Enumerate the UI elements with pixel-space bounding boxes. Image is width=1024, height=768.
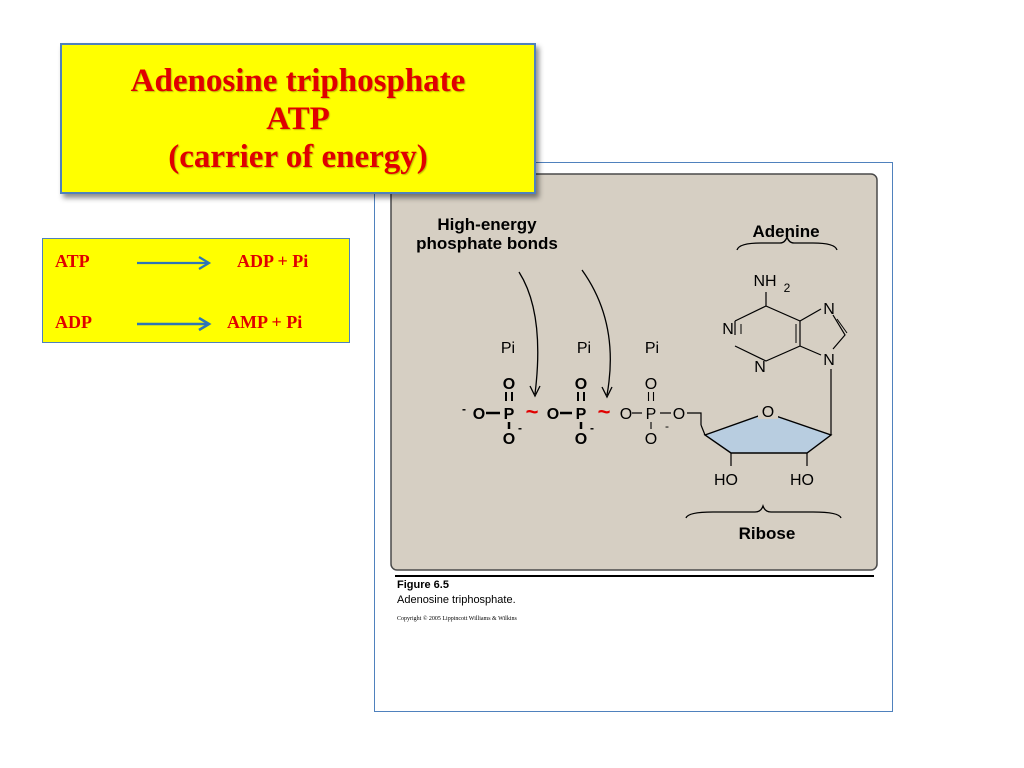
svg-text:P: P xyxy=(504,406,515,423)
svg-text:P: P xyxy=(576,406,587,423)
svg-text:O: O xyxy=(503,431,515,448)
products: ADP + Pi xyxy=(237,251,309,271)
svg-text:O: O xyxy=(575,376,587,393)
reactant: ATP xyxy=(55,251,90,271)
reaction-row: ADP AMP + Pi xyxy=(43,312,349,336)
high-energy-label-2: phosphate bonds xyxy=(416,234,558,253)
products: AMP + Pi xyxy=(227,312,303,332)
svg-text:O: O xyxy=(673,406,685,423)
adenine-label: Adenine xyxy=(752,222,819,241)
svg-text:O: O xyxy=(645,376,657,393)
ribose-ring: O HO HO xyxy=(700,369,833,489)
svg-text:2: 2 xyxy=(784,281,791,295)
title-line-1: Adenosine triphosphate xyxy=(130,62,466,99)
svg-text:N: N xyxy=(823,301,835,318)
svg-text:N: N xyxy=(754,359,766,376)
svg-text:O: O xyxy=(547,406,559,423)
figure-frame: High-energy phosphate bonds Adenine Pi P… xyxy=(374,162,893,712)
reaction-row: ATP ADP + Pi xyxy=(43,251,349,275)
pi-label: Pi xyxy=(501,340,515,357)
right-arrow-icon xyxy=(137,316,212,332)
pi-label: Pi xyxy=(645,340,659,357)
svg-text:O: O xyxy=(645,431,657,448)
svg-text:-: - xyxy=(462,402,466,416)
svg-text:HO: HO xyxy=(714,472,738,489)
adenine-rings: NH 2 N N N N xyxy=(722,268,848,376)
adenine-brace xyxy=(736,234,838,251)
title-line-3: (carrier of energy) xyxy=(168,138,428,175)
svg-text:NH: NH xyxy=(753,273,776,290)
high-energy-bond-tilde: ~ xyxy=(526,399,539,424)
reaction-box: ATP ADP + Pi ADP AMP + Pi xyxy=(42,238,350,343)
figure-description: Adenosine triphosphate. xyxy=(397,594,516,606)
title-line-2: ATP xyxy=(266,100,330,137)
atp-structure-diagram: High-energy phosphate bonds Adenine Pi P… xyxy=(390,173,878,577)
svg-text:N: N xyxy=(722,321,734,338)
ribose-brace xyxy=(685,503,842,519)
svg-text:-: - xyxy=(590,421,594,435)
svg-text:O: O xyxy=(473,406,485,423)
bond-arrow-2 xyxy=(581,269,611,396)
svg-text:HO: HO xyxy=(790,472,814,489)
ribose-label: Ribose xyxy=(739,524,796,543)
svg-text:O: O xyxy=(575,431,587,448)
svg-text:O: O xyxy=(620,406,632,423)
high-energy-label-1: High-energy xyxy=(437,215,537,234)
svg-text:N: N xyxy=(823,352,835,369)
copyright: Copyright © 2005 Lippincott Williams & W… xyxy=(397,616,517,622)
right-arrow-icon xyxy=(137,256,212,270)
phosphate-chain: - O P O O - ~ O P O O - ~ O xyxy=(462,376,702,448)
title-box: Adenosine triphosphate ATP (carrier of e… xyxy=(60,43,536,194)
figure-number: Figure 6.5 xyxy=(397,579,449,591)
high-energy-bond-tilde: ~ xyxy=(598,399,611,424)
svg-text:P: P xyxy=(646,406,657,423)
svg-text:-: - xyxy=(665,419,669,433)
reactant: ADP xyxy=(55,312,92,332)
bond-arrow-1 xyxy=(518,271,539,395)
pi-label: Pi xyxy=(577,340,591,357)
svg-text:O: O xyxy=(762,404,774,421)
svg-text:O: O xyxy=(503,376,515,393)
svg-text:-: - xyxy=(518,421,522,435)
